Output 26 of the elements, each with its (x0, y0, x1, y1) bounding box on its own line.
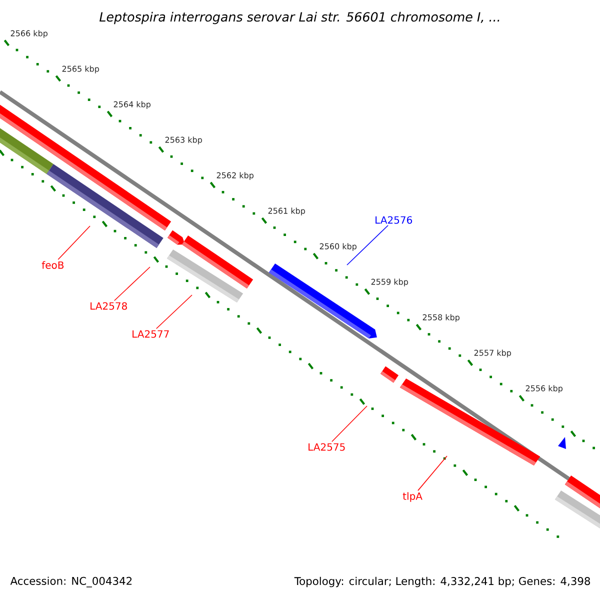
gene-label: LA2576 (376, 216, 412, 224)
tick-label: 2558 kbp (422, 314, 460, 322)
tick-label: 2562 kbp (216, 172, 254, 180)
tick-label: 2560 kbp (320, 243, 356, 251)
tick-label: 2566 kbp (10, 30, 48, 38)
tick-label: 2559 kbp (371, 278, 408, 286)
gene-label: feoB (42, 261, 64, 269)
gene-label: tlpA (402, 492, 422, 502)
leader-line (346, 224, 388, 266)
tick-label: 2564 kbp (114, 101, 150, 109)
leader-line (332, 406, 368, 442)
tick-label: 2556 kbp (526, 385, 563, 393)
gene-label: LA2578 (90, 302, 127, 310)
gene-label: LA2577 (132, 330, 169, 338)
leader-line (58, 226, 90, 260)
leader-line (114, 266, 150, 302)
leader-line (156, 294, 192, 330)
tick-label: 2561 kbp (268, 208, 305, 216)
tick-label: 2563 kbp (165, 136, 202, 144)
footer-text: Accession: NC_004342 (10, 576, 132, 588)
tick-label: 2557 kbp (474, 350, 512, 358)
tick-label: 2565 kbp (62, 66, 99, 74)
title: Leptospira interrogans serovar Lai str. 56601 chromosome I, ... (100, 12, 500, 24)
gene-label: LA2575 (308, 443, 345, 451)
footer-text: Topology: circular; Length: 4,332,241 bp; Genes: 4,398 (294, 576, 590, 588)
leader-line (418, 456, 448, 491)
